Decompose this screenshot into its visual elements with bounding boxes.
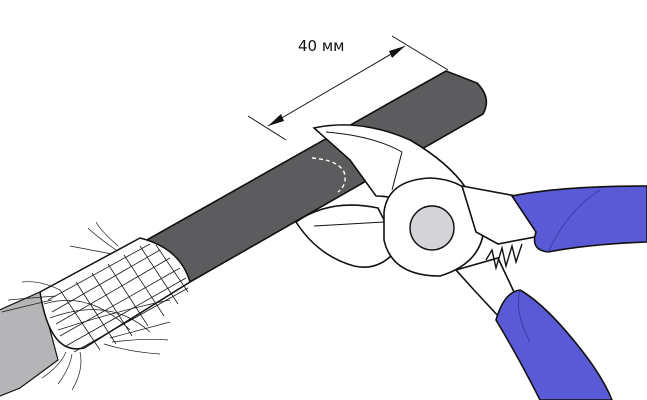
dimension-annotation: 40 мм xyxy=(247,35,449,141)
diagonal-cutter-pliers-icon xyxy=(294,124,647,400)
cable-inner-core xyxy=(0,291,59,397)
upper-handle-grip xyxy=(510,185,647,253)
arrowhead-left xyxy=(268,114,284,126)
extension-line-right xyxy=(391,35,449,71)
lower-jaw xyxy=(294,204,399,268)
dimension-label: 40 мм xyxy=(298,37,345,55)
lower-handle-grip xyxy=(495,289,613,400)
dimension-line xyxy=(267,45,406,127)
arrowhead-right xyxy=(389,46,405,58)
braid-shield xyxy=(1,221,191,391)
cut-mark xyxy=(311,157,346,193)
shielded-cable xyxy=(0,70,488,397)
pivot-bolt xyxy=(409,205,455,251)
return-spring xyxy=(485,243,523,271)
upper-arm xyxy=(460,184,542,245)
extension-line-left xyxy=(247,115,287,141)
cable-jacket xyxy=(136,70,488,292)
